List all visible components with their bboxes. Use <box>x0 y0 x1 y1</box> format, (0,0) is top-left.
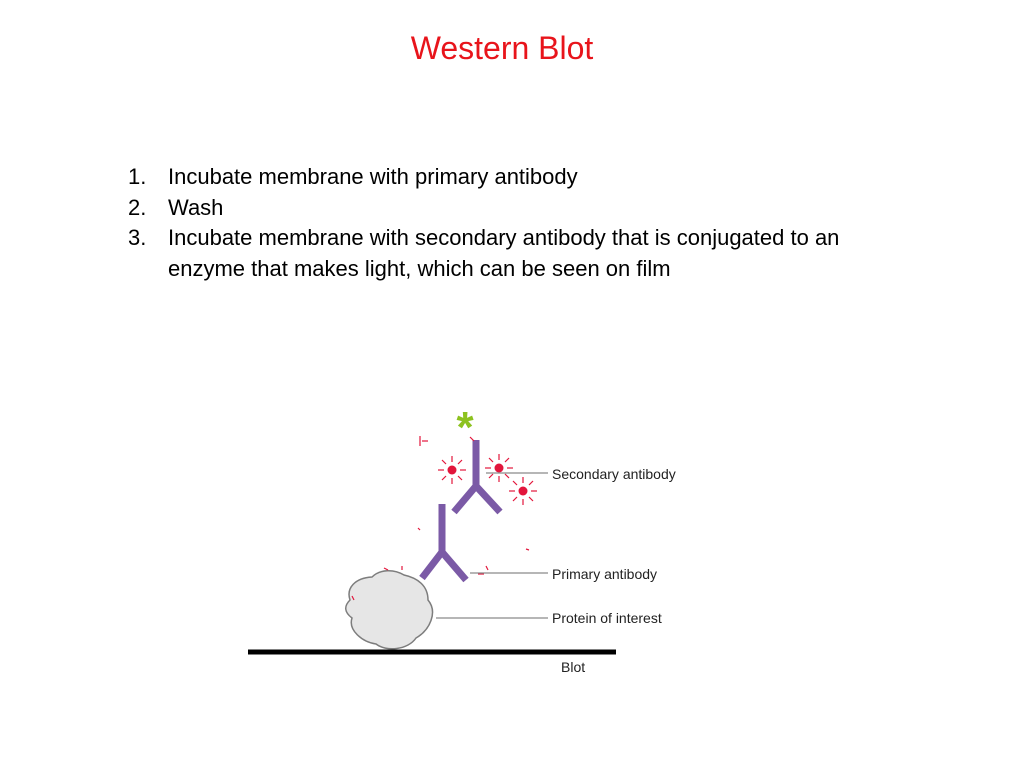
label-secondary-antibody: Secondary antibody <box>552 466 676 482</box>
step-text: Incubate membrane with primary antibody <box>168 164 578 189</box>
protein-blob <box>345 570 434 650</box>
step-item: 1. Incubate membrane with primary antibo… <box>128 162 908 193</box>
label-protein-of-interest: Protein of interest <box>552 610 662 626</box>
light-burst-icon <box>485 454 513 482</box>
label-blot: Blot <box>561 659 585 675</box>
label-leader-lines <box>436 472 548 619</box>
step-item: 2. Wash <box>128 193 908 224</box>
step-item: 3. Incubate membrane with secondary anti… <box>128 223 908 284</box>
step-text: Wash <box>168 194 224 220</box>
primary-antibody <box>419 504 469 583</box>
light-signal-asterisk: * <box>456 403 474 452</box>
light-burst-icon <box>509 477 537 505</box>
slide-title: Western Blot <box>410 30 594 66</box>
step-list: 1. Incubate membrane with primary antibo… <box>128 162 908 284</box>
label-primary-antibody: Primary antibody <box>552 566 657 582</box>
step-number: 2. <box>128 194 147 220</box>
light-ray-fragments <box>351 436 530 601</box>
secondary-antibody <box>451 440 503 515</box>
step-number: 3. <box>128 225 147 250</box>
step-text: Incubate membrane with secondary antibod… <box>168 225 840 281</box>
step-number: 1. <box>128 164 147 189</box>
light-burst-icon <box>438 456 466 484</box>
